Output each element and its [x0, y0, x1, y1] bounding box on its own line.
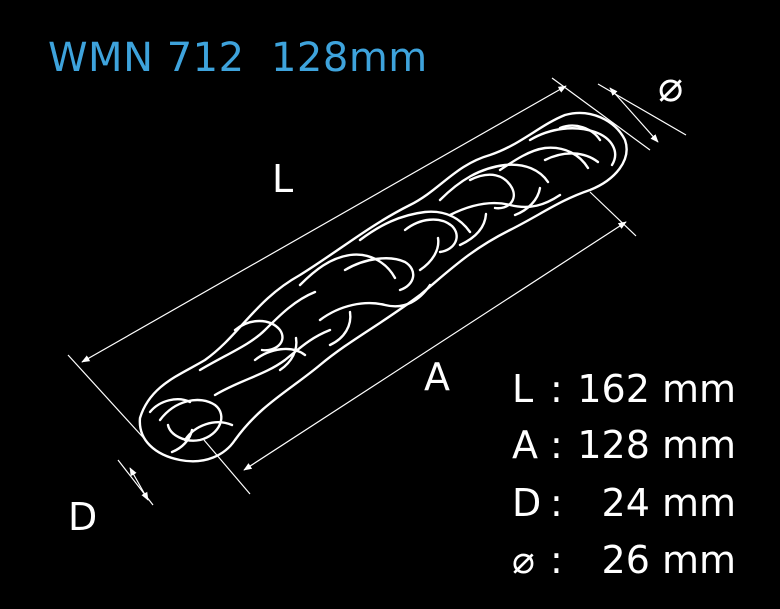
spec-value: 162 mm [577, 367, 736, 411]
dimension-lines [81, 85, 659, 501]
spec-key: L [512, 367, 534, 411]
spec-key: ⌀ [512, 538, 535, 582]
spec-value: 26 mm [601, 538, 736, 582]
product-title: WMN 712 128mm [48, 35, 428, 81]
depth-dimension-line [129, 467, 149, 501]
length-label: L [272, 157, 294, 201]
spec-key: A [512, 423, 538, 467]
spec-colon: : [550, 538, 563, 582]
ornamental-handle [138, 111, 628, 463]
spec-row-axis: A : 128 mm [512, 426, 762, 470]
spec-key: D [512, 481, 542, 525]
spec-colon: : [550, 481, 563, 525]
length-dimension-line [81, 85, 567, 363]
axis-dimension-line [243, 221, 627, 471]
diameter-label: ⌀ [658, 62, 684, 111]
spec-value: 24 mm [601, 481, 736, 525]
diameter-dimension-line [609, 87, 659, 143]
spec-colon: : [550, 367, 563, 411]
spec-row-length: L : 162 mm [512, 370, 762, 414]
depth-label: D [68, 495, 98, 539]
spec-row-diameter: ⌀ : 26 mm [512, 541, 762, 585]
spec-row-depth: D : 24 mm [512, 484, 762, 528]
spec-value: 128 mm [577, 423, 736, 467]
spec-colon: : [550, 423, 563, 467]
axis-label: A [424, 355, 450, 399]
